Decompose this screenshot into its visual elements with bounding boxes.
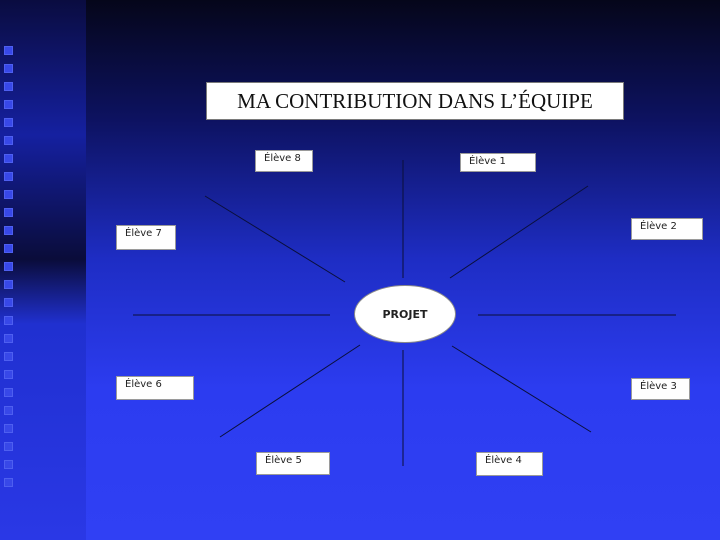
center-project-ellipse: PROJET [354,285,456,343]
square-bullet [4,154,13,163]
square-bullet [4,190,13,199]
student-box-eleve-2: Élève 2 [631,218,703,240]
square-bullet [4,46,13,55]
connector-line-eleve-3 [451,345,592,433]
connector-line-eleve-1 [449,185,589,279]
student-label: Élève 6 [125,379,162,390]
square-bullet [4,226,13,235]
student-box-eleve-6: Élève 6 [116,376,194,400]
square-bullet [4,478,13,487]
student-box-eleve-3: Élève 3 [631,378,690,400]
square-bullet [4,406,13,415]
student-box-eleve-1: Élève 1 [460,153,536,172]
square-bullet [4,442,13,451]
student-label: Élève 3 [640,381,677,392]
square-bullet [4,352,13,361]
connector-line-eleve-6 [219,344,361,438]
square-bullet [4,118,13,127]
square-bullet [4,262,13,271]
square-bullet [4,316,13,325]
student-box-eleve-8: Élève 8 [255,150,313,172]
left-decorative-strip [0,0,86,540]
connector-line-eleve-8 [204,195,346,283]
square-bullet [4,334,13,343]
square-bullet [4,280,13,289]
student-label: Élève 4 [485,455,522,466]
square-bullet [4,136,13,145]
slide-title: MA CONTRIBUTION DANS L’ÉQUIPE [206,82,624,120]
center-project-label: PROJET [382,307,428,321]
square-bullet [4,100,13,109]
student-label: Élève 2 [640,221,677,232]
student-box-eleve-4: Élève 4 [476,452,543,476]
student-box-eleve-5: Élève 5 [256,452,330,475]
square-bullet [4,388,13,397]
bullet-column [4,46,18,496]
square-bullet [4,370,13,379]
square-bullet [4,82,13,91]
square-bullet [4,64,13,73]
square-bullet [4,460,13,469]
square-bullet [4,298,13,307]
student-label: Élève 5 [265,455,302,466]
square-bullet [4,208,13,217]
square-bullet [4,244,13,253]
student-label: Élève 7 [125,228,162,239]
square-bullet [4,424,13,433]
student-label: Élève 8 [264,153,301,164]
square-bullet [4,172,13,181]
student-label: Élève 1 [469,156,506,167]
student-box-eleve-7: Élève 7 [116,225,176,250]
